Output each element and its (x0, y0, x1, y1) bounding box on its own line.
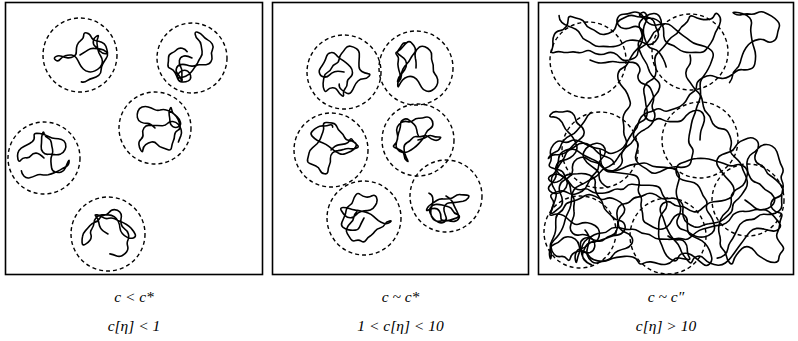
polymer-chain (168, 32, 213, 82)
panel-frame (273, 3, 529, 275)
polymer-chain (426, 193, 468, 223)
polymer-chain (319, 46, 370, 96)
coil-boundary (8, 122, 80, 194)
polymer-chain (617, 12, 721, 173)
panel-frame (6, 3, 263, 275)
coil-boundary (294, 113, 368, 187)
coil-boundary (550, 22, 626, 98)
polymer-chain (551, 13, 690, 264)
condition-label: c ~ c* (272, 282, 529, 311)
polymer-chain (341, 194, 391, 242)
coil-boundary (157, 23, 227, 93)
coil-boundary (71, 197, 145, 271)
panel-caption: c < c*c[η] < 1 (5, 282, 263, 340)
polymer-chain (307, 122, 358, 173)
polymer-chain (393, 117, 440, 162)
panel-frame (539, 3, 794, 275)
polymer-chain (137, 106, 181, 151)
coil-boundary (43, 18, 117, 92)
coil-boundary (327, 181, 401, 255)
condition-label: c[η] > 10 (538, 311, 794, 340)
polymer-chain (396, 42, 438, 92)
coil-boundary (307, 35, 381, 109)
coil-boundary (119, 92, 191, 164)
coil-boundary (410, 160, 482, 232)
coil-boundary (379, 31, 453, 105)
condition-label: c < c* (5, 282, 263, 311)
polymer-chain (660, 138, 783, 265)
polymer-chain (549, 12, 779, 263)
polymer-chain (54, 33, 107, 82)
condition-label: c ~ c″ (538, 282, 794, 311)
panel-caption: c ~ c*1 < c[η] < 10 (272, 282, 529, 340)
polymer-chain (17, 132, 69, 178)
polymer-chain (82, 210, 135, 257)
panel-caption: c ~ c″c[η] > 10 (538, 282, 794, 340)
coil-boundary (382, 104, 454, 176)
condition-label: 1 < c[η] < 10 (272, 311, 529, 340)
condition-label: c[η] < 1 (5, 311, 263, 340)
